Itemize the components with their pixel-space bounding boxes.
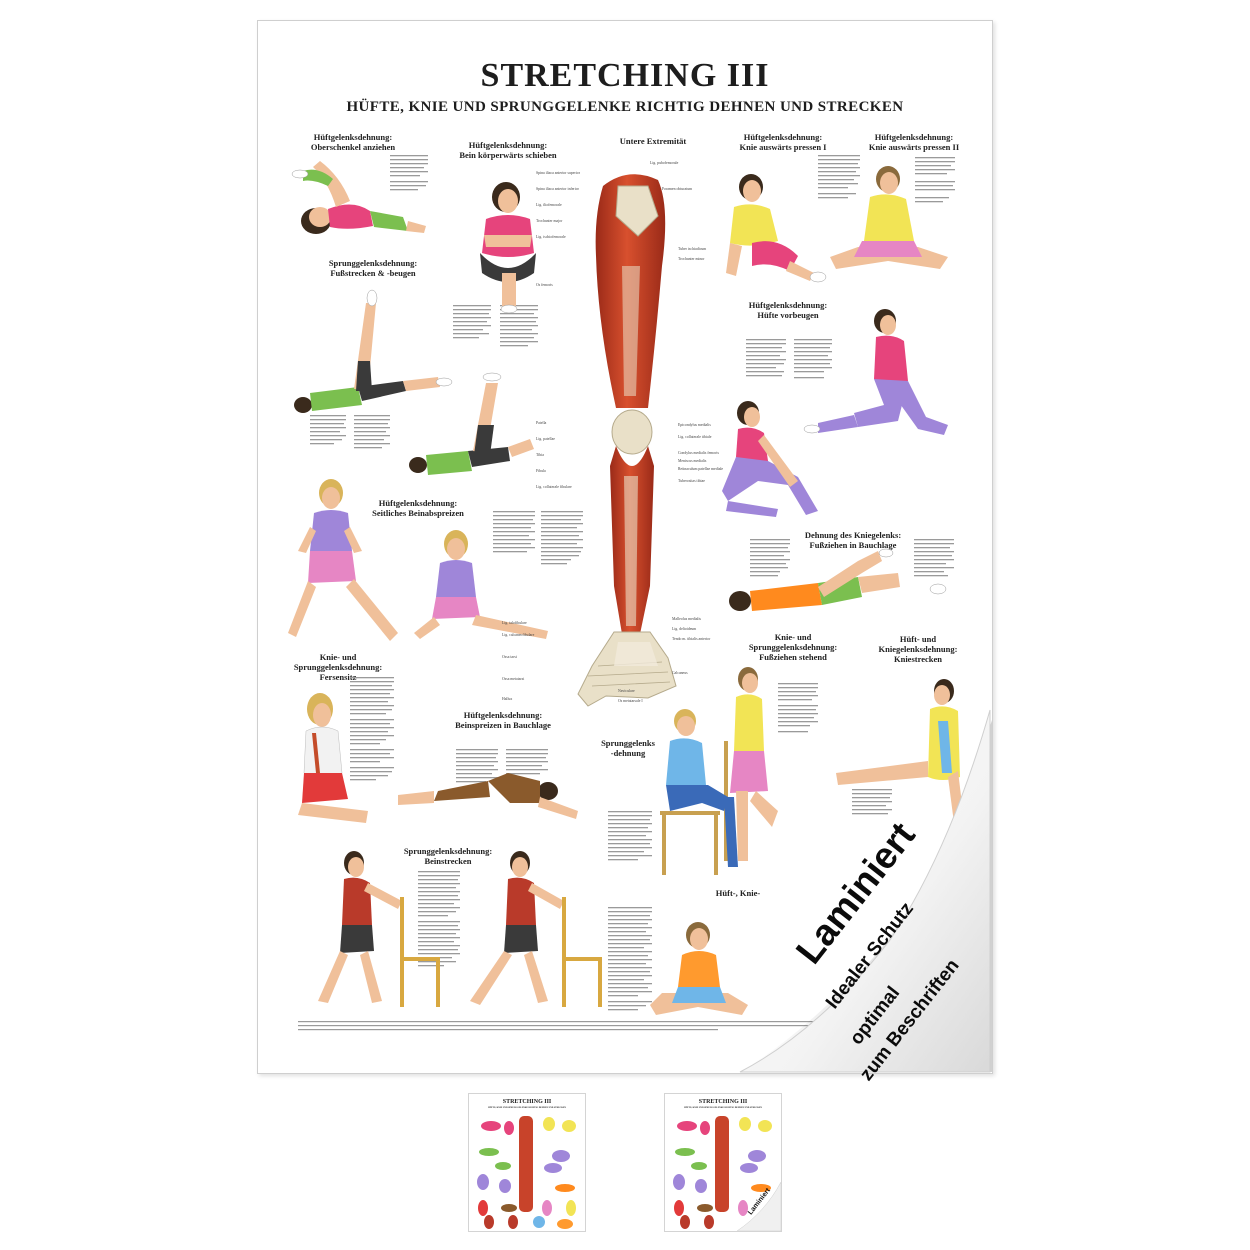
- exercise-figures: [288, 161, 964, 1015]
- poster-subtitle: HÜFTE, KNIE UND SPRUNGGELENKE RICHTIG DE…: [346, 99, 904, 115]
- heading-knie-auswaerts-1: Hüftgelenksdehnung:Knie auswärts pressen…: [739, 132, 827, 152]
- figure-fussstrecken-1: [294, 289, 453, 413]
- heading-hueft-knie: Hüft-, Knie-: [715, 888, 761, 898]
- laminated-page-curl: [739, 709, 992, 1073]
- anatomy-label: Tuber ischiadicum: [678, 247, 707, 251]
- figure-huefte-vorbeugen-2: [722, 401, 818, 517]
- heading-beinabspreizen: Hüftgelenksdehnung:Seitliches Beinabspre…: [372, 498, 464, 518]
- figure-fussziehen-stehend: [724, 667, 778, 861]
- poster: STRETCHING III HÜFTE, KNIE UND SPRUNGGEL…: [257, 20, 993, 1074]
- anatomy-label: Lig. deltoideum: [672, 627, 697, 631]
- anatomy-label: Ossa metatarsi: [502, 677, 525, 681]
- figure-fussziehen-bauchlage: [729, 548, 947, 611]
- anatomy-label: Lig. talofibulare: [502, 621, 527, 625]
- anatomy-label: Ossa tarsi: [502, 655, 517, 659]
- anatomy-label: Lig. calcaneofibulare: [502, 633, 535, 637]
- heading-huefte-vorbeugen: Hüftgelenksdehnung:Hüfte vorbeugen: [748, 300, 828, 320]
- figure-hueft-knie: [650, 922, 748, 1015]
- thumbnail-title: STRETCHING III: [502, 1099, 552, 1105]
- thumbnail-figures: [673, 1116, 781, 1231]
- anatomy-label: Meniscus medialis: [678, 459, 707, 463]
- figure-fussstrecken-2: [409, 372, 534, 475]
- anatomy-leg-illustration: [577, 174, 677, 707]
- text-columns: [298, 155, 955, 1031]
- poster-title: STRETCHING III: [480, 57, 770, 94]
- anatomy-label: Spina iliaca anterior inferior: [536, 187, 579, 191]
- heading-fussstrecken: Sprunggelenksdehnung:Fußstrecken & -beug…: [328, 258, 418, 278]
- anatomy-label: Calcaneus: [672, 671, 688, 675]
- figure-sprunggelenksdehnung: [660, 709, 738, 875]
- figure-kniestrecken: [836, 679, 964, 823]
- anatomy-label: Naviculare: [618, 689, 635, 693]
- anatomy-label: Lig. pubofemorale: [650, 161, 679, 165]
- figure-huefte-vorbeugen-1: [803, 309, 948, 435]
- anatomy-label: Lig. ischiofemorale: [536, 235, 566, 239]
- anatomy-label: Malleolus medialis: [672, 617, 701, 621]
- anatomy-label: Tibia: [536, 453, 544, 457]
- anatomy-label: Lig. collaterale tibiale: [678, 435, 712, 439]
- anatomy-label: Epicondylus medialis: [678, 423, 711, 427]
- thumbnail-figures: [477, 1116, 576, 1229]
- heading-beinstrecken: Sprunggelenksdehnung:Beinstrecken: [403, 846, 493, 866]
- figure-beinspreizen-bauchlage: [398, 773, 578, 819]
- heading-beinspreizen-bauchlage: Hüftgelenksdehnung:Beinspreizen in Bauch…: [455, 710, 551, 730]
- anatomy-label: Os femoris: [536, 283, 553, 287]
- anatomy-label: Tendo m. tibialis anterior: [672, 637, 711, 641]
- anatomy-label: Os metatarsale I: [618, 699, 643, 703]
- anatomy-label: Hallux: [502, 697, 513, 701]
- thumbnail-poster-1[interactable]: STRETCHING III HÜFTE, KNIE UND SPRUNGGEL…: [468, 1093, 586, 1232]
- heading-bein-koerperwaerts: Hüftgelenksdehnung:Bein körperwärts schi…: [459, 140, 557, 160]
- thumbnail-poster-2[interactable]: STRETCHING III HÜFTE, KNIE UND SPRUNGGEL…: [664, 1093, 782, 1232]
- figure-beinabspreizen-2: [414, 530, 548, 639]
- figure-beinabspreizen-1: [288, 479, 398, 641]
- figure-beinstrecken-2: [470, 851, 602, 1007]
- figure-knie-auswaerts-2: [830, 166, 948, 269]
- anatomy-label: Condylus medialis femoris: [678, 451, 719, 455]
- anatomy-label: Lig. patellae: [536, 437, 555, 441]
- heading-sprunggelenksdehnung: Sprunggelenks-dehnung: [601, 738, 655, 758]
- anatomy-label: Trochanter major: [536, 219, 563, 223]
- anatomy-label: Retinaculum patellae mediale: [678, 467, 724, 471]
- figure-knie-auswaerts-1: [726, 174, 827, 283]
- figure-fersensitz: [298, 693, 368, 823]
- anatomy-label: Lig. collaterale fibulare: [536, 485, 572, 489]
- anatomy-label: Lig. iliofemorale: [536, 203, 562, 207]
- heading-oberschenkel-anziehen: Hüftgelenksdehnung:Oberschenkel anziehen: [310, 132, 396, 152]
- anatomy-label: Foramen obturatum: [662, 187, 693, 191]
- anatomy-label: Trochanter minor: [678, 257, 705, 261]
- thumbnail-title: STRETCHING III: [698, 1099, 748, 1105]
- anatomy-label: Fibula: [536, 469, 546, 473]
- figure-bein-koerperwaerts: [480, 182, 536, 314]
- figure-oberschenkel-anziehen: [291, 161, 426, 234]
- anatomy-label: Spina iliaca anterior superior: [536, 171, 580, 175]
- thumbnail-subtitle: HÜFTE, KNIE UND SPRUNGGELENKE RICHTIG DE…: [684, 1107, 762, 1109]
- heading-knie-auswaerts-2: Hüftgelenksdehnung:Knie auswärts pressen…: [868, 132, 960, 152]
- heading-fussziehen-bauchlage: Dehnung des Kniegelenks:Fußziehen in Bau…: [804, 530, 902, 550]
- thumbnail-subtitle: HÜFTE, KNIE UND SPRUNGGELENKE RICHTIG DE…: [488, 1107, 566, 1109]
- figure-beinstrecken-1: [318, 851, 440, 1007]
- anatomy-label: Tuberositas tibiae: [678, 479, 705, 483]
- heading-untere-extremitaet: Untere Extremität: [619, 136, 687, 146]
- anatomy-label: Patella: [536, 421, 547, 425]
